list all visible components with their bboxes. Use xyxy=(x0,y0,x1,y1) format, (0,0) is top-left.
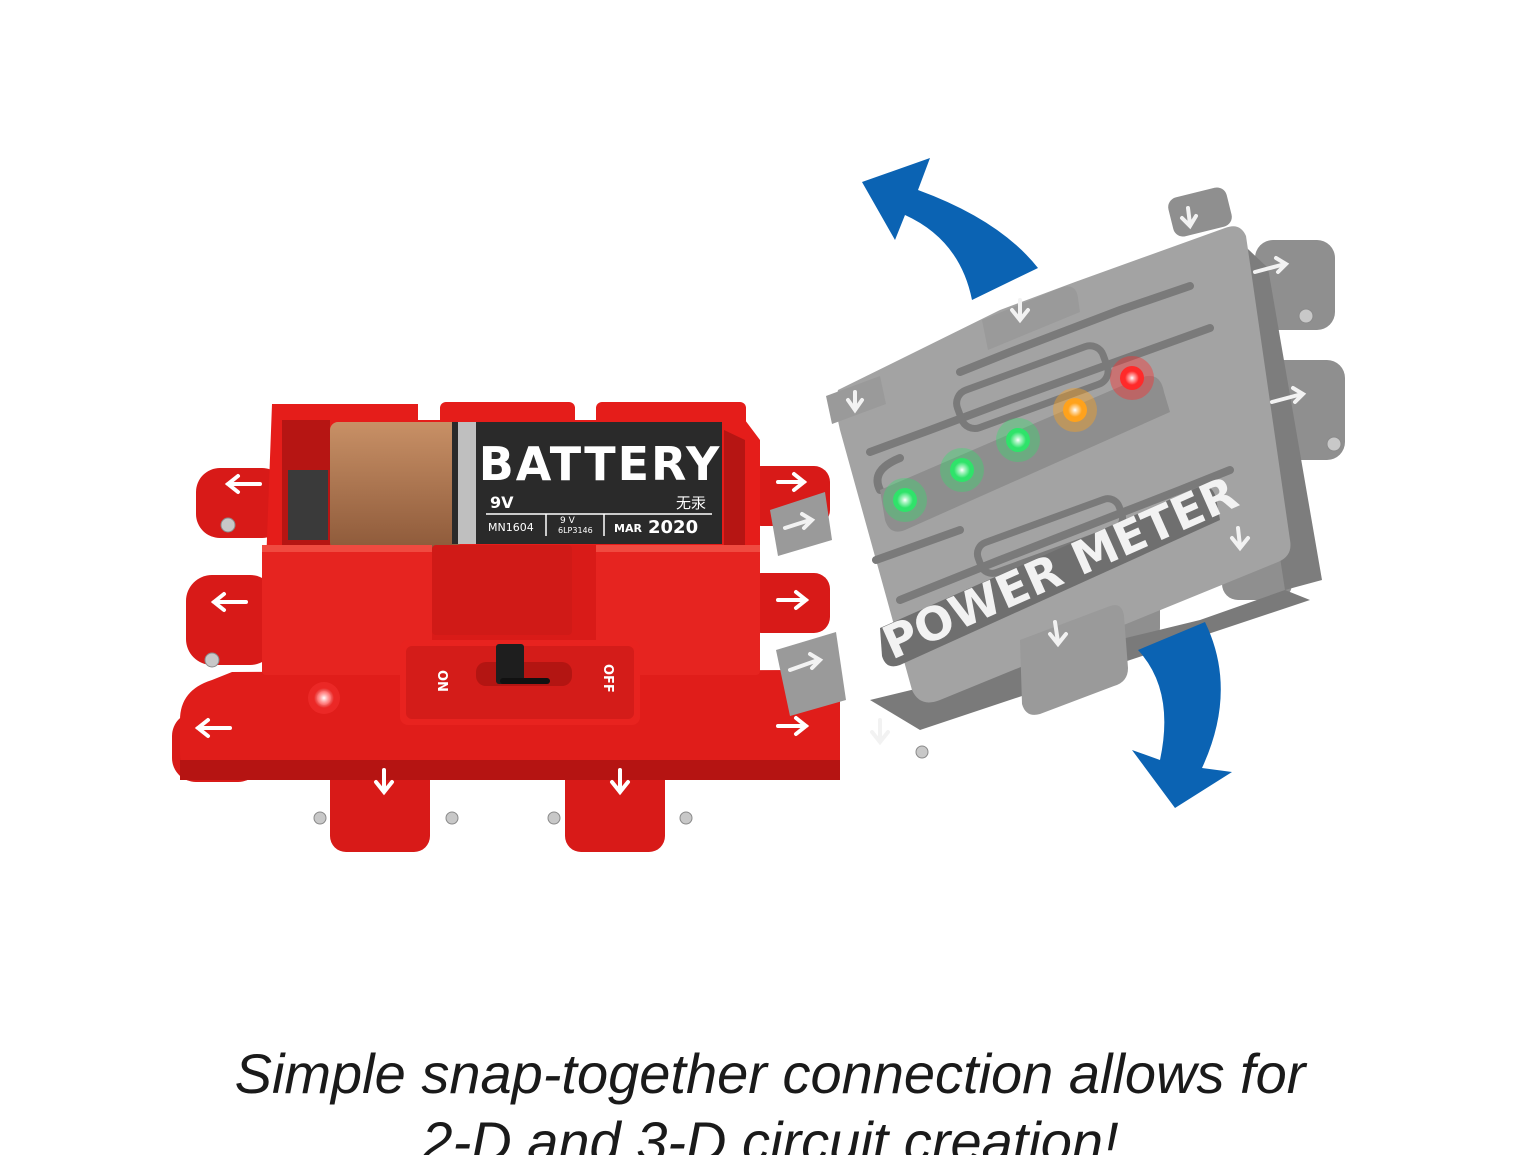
power-switch[interactable]: ON OFF xyxy=(400,640,640,725)
caption-line-2: 2-D and 3-D circuit creation! xyxy=(421,1110,1119,1155)
rotate-arrow-bottom-icon xyxy=(1132,622,1232,808)
circuit-traces xyxy=(866,282,1234,604)
module-screws xyxy=(204,517,693,825)
meter-connector-arrows xyxy=(783,206,1307,746)
led-4 xyxy=(1053,388,1097,432)
led-bar xyxy=(883,356,1154,522)
switch-knob[interactable] xyxy=(496,644,524,684)
battery-date-year: 2020 xyxy=(648,517,698,538)
switch-on-label: ON xyxy=(434,670,449,692)
battery-label: BATTERY xyxy=(479,437,722,491)
battery-spec-code: 6LP3146 xyxy=(558,526,593,535)
caption-line-1: Simple snap-together connection allows f… xyxy=(234,1042,1306,1105)
caption: Simple snap-together connection allows f… xyxy=(0,1040,1540,1155)
switch-off-label: OFF xyxy=(600,664,615,693)
nine-volt-battery: BATTERY 9V 无汞 MN1604 9 V 6LP3146 MAR 202… xyxy=(288,422,722,550)
module-red-led xyxy=(308,682,340,714)
bottom-tabs xyxy=(330,760,665,852)
battery-voltage: 9V xyxy=(490,493,514,512)
connector-arrows xyxy=(194,472,810,796)
battery-model: MN1604 xyxy=(488,521,534,534)
battery-module: BATTERY 9V 无汞 MN1604 9 V 6LP3146 MAR 202… xyxy=(172,402,840,852)
power-meter-module: POWER METER xyxy=(770,187,1345,759)
led-3 xyxy=(996,418,1040,462)
led-5 xyxy=(1110,356,1154,400)
led-2 xyxy=(940,448,984,492)
led-1 xyxy=(883,478,927,522)
led-window xyxy=(880,375,1170,532)
battery-chinese-text: 无汞 xyxy=(676,494,706,512)
battery-spec-voltage: 9 V xyxy=(560,516,576,526)
battery-date-month: MAR xyxy=(614,522,642,535)
meter-screws xyxy=(915,308,1342,759)
product-scene: BATTERY 9V 无汞 MN1604 9 V 6LP3146 MAR 202… xyxy=(172,158,1345,852)
rotate-arrow-top-icon xyxy=(862,158,1038,300)
